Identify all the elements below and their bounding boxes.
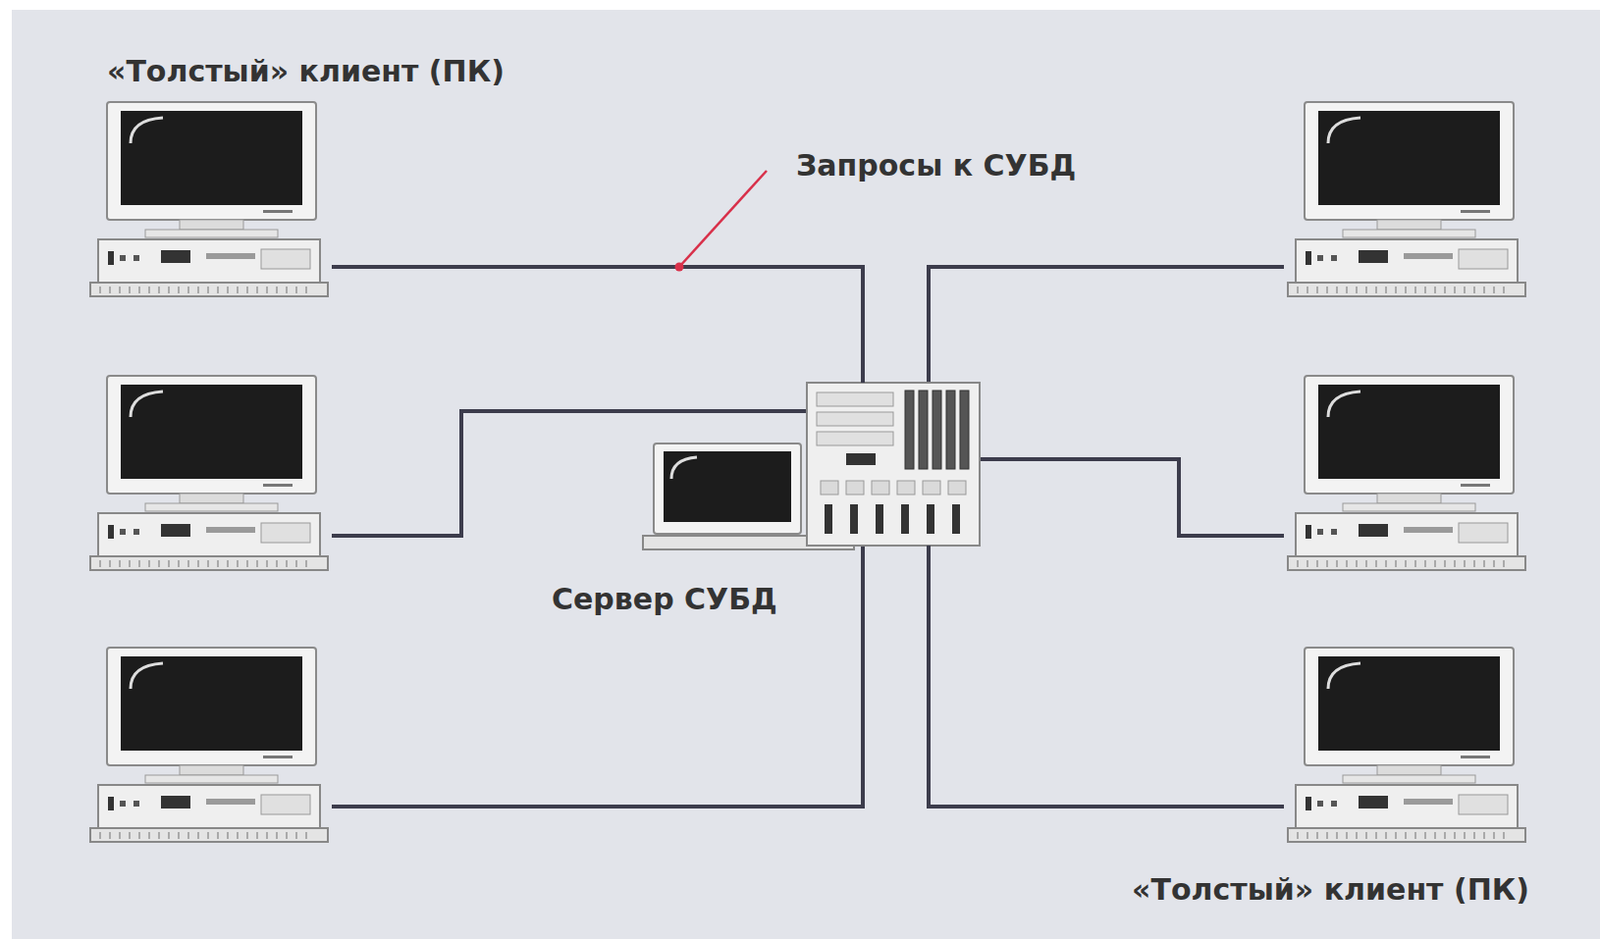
network-wire <box>331 411 807 536</box>
pc-icon <box>90 102 328 297</box>
client-node: «Толстый» клиент (ПК) <box>1283 647 1530 843</box>
network-wire <box>331 266 863 383</box>
leader-line <box>679 170 767 267</box>
pc-icon <box>1287 647 1526 843</box>
leader-dot <box>675 263 685 272</box>
node-label: «Толстый» клиент (ПК) <box>1131 872 1530 908</box>
node-label: «Толстый» клиент (ПК) <box>106 53 505 90</box>
node-label: Сервер СУБД <box>551 582 778 618</box>
network-wire <box>979 459 1284 536</box>
client-node: «Толстый» клиент (ПК) <box>86 102 332 297</box>
pc-icon <box>1287 102 1526 297</box>
network-wire <box>331 545 863 807</box>
server-icon <box>642 382 980 550</box>
server-node: Сервер СУБД <box>653 382 980 546</box>
pc-icon <box>1287 375 1526 571</box>
pc-icon <box>90 647 328 843</box>
network-wire <box>928 545 1284 807</box>
pc-icon <box>90 375 328 571</box>
network-wire <box>928 266 1284 383</box>
callout-label: Запросы к СУБД <box>796 148 1076 184</box>
background <box>11 9 1600 939</box>
